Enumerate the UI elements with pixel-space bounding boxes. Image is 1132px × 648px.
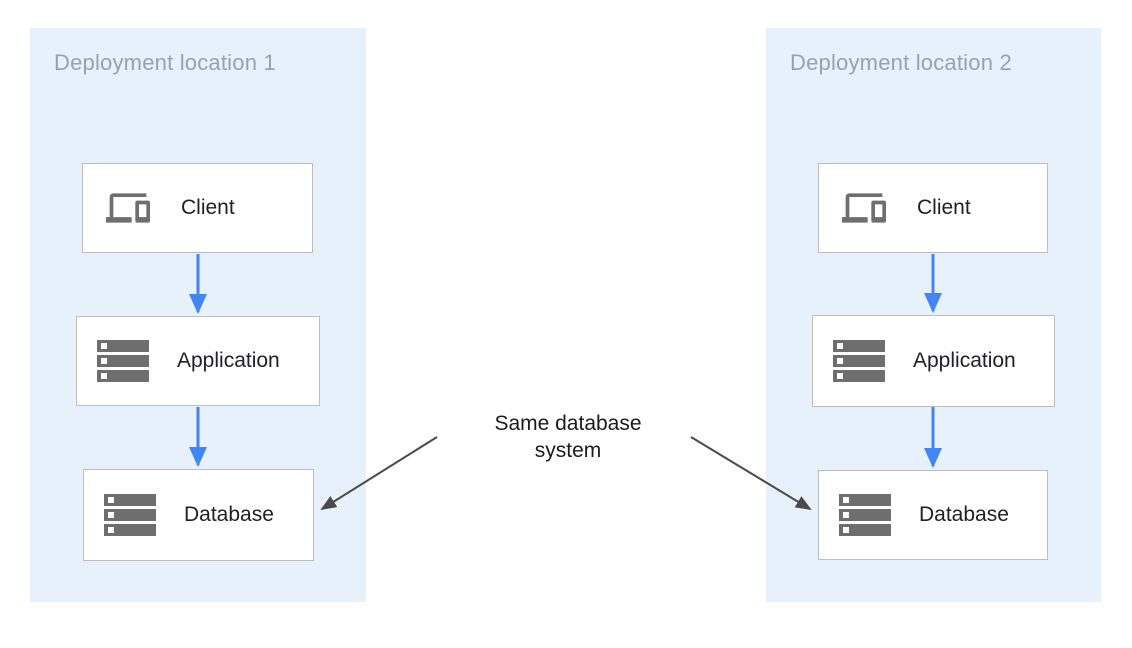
application-node-1: Application	[76, 316, 320, 406]
node-label: Application	[177, 349, 280, 372]
devices-icon	[103, 186, 153, 230]
database-node-2: Database	[818, 470, 1048, 560]
database-node-1: Database	[83, 469, 314, 561]
server-stack-icon	[104, 494, 156, 536]
node-label: Database	[919, 503, 1009, 526]
server-stack-icon	[839, 494, 891, 536]
devices-icon	[839, 186, 889, 230]
node-label: Client	[917, 196, 971, 219]
server-stack-icon	[833, 340, 885, 382]
same-database-annotation: Same database system	[458, 410, 678, 464]
panel-title: Deployment location 2	[790, 50, 1012, 75]
node-label: Database	[184, 503, 274, 526]
annotation-line-1: Same database	[494, 412, 642, 435]
server-stack-icon	[97, 340, 149, 382]
annotation-line-2: system	[534, 439, 602, 462]
application-node-2: Application	[812, 315, 1055, 407]
node-label: Application	[913, 349, 1016, 372]
panel-title: Deployment location 1	[54, 50, 276, 75]
client-node-1: Client	[82, 163, 313, 253]
node-label: Client	[181, 196, 235, 219]
client-node-2: Client	[818, 163, 1048, 253]
